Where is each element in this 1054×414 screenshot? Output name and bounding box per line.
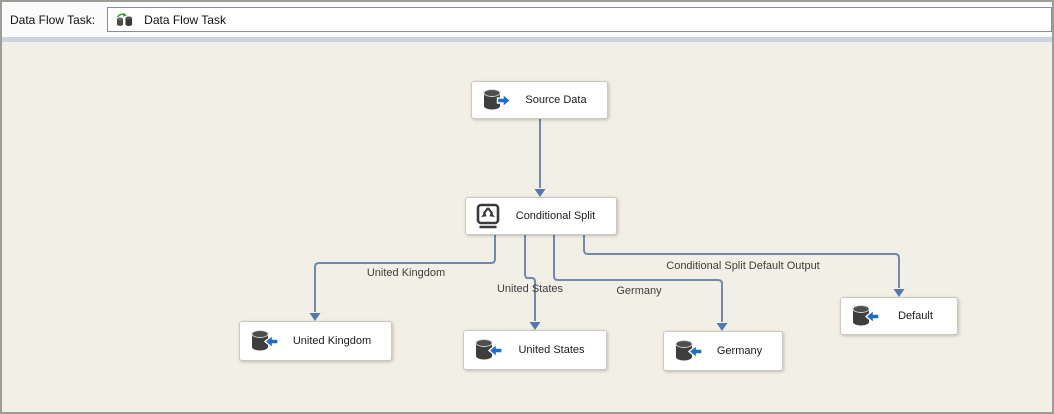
edge-label-germany: Germany: [616, 285, 662, 297]
edge-split-to-united-kingdom: [314, 235, 496, 312]
node-label: Default: [898, 310, 933, 322]
node-label: United Kingdom: [292, 335, 372, 347]
connector-lines: [309, 119, 905, 331]
combo-selected-value: Data Flow Task: [144, 12, 226, 27]
toolbar: Data Flow Task: Data Flow Task: [2, 2, 1052, 37]
node-united-kingdom[interactable]: United Kingdom: [239, 321, 392, 361]
edge-split-to-united-states: [524, 235, 536, 321]
data-flow-task-icon: [115, 12, 134, 28]
edge-label-united-states: United States: [496, 283, 564, 295]
data-flow-task-label: Data Flow Task:: [10, 12, 96, 27]
data-flow-task-combobox[interactable]: Data Flow Task: [107, 7, 1052, 32]
node-germany[interactable]: Germany: [663, 331, 783, 371]
node-label: United States: [518, 344, 585, 356]
node-united-states[interactable]: United States: [463, 330, 607, 370]
edge-label-united-kingdom: United Kingdom: [366, 267, 446, 279]
node-label: Germany: [716, 345, 763, 357]
arrowhead-into-default: [893, 289, 905, 297]
node-source-data[interactable]: Source Data: [471, 81, 608, 119]
database-destination-icon: [673, 339, 703, 363]
node-label: Source Data: [525, 94, 587, 106]
arrowhead-into-germany: [716, 323, 728, 331]
edge-label-default-output: Conditional Split Default Output: [666, 260, 820, 272]
database-destination-icon: [473, 338, 503, 362]
database-destination-icon: [249, 329, 279, 353]
node-default[interactable]: Default: [840, 297, 958, 335]
database-source-icon: [481, 88, 511, 112]
arrowhead-into-united-states: [529, 322, 541, 330]
node-conditional-split[interactable]: Conditional Split: [465, 197, 617, 235]
arrowhead-into-split: [534, 189, 546, 197]
edge-split-to-germany: [553, 235, 723, 322]
node-label: Conditional Split: [515, 210, 596, 222]
data-flow-canvas[interactable]: United Kingdom United States Germany Con…: [2, 42, 1052, 412]
conditional-split-icon: [475, 203, 501, 229]
edge-split-to-default: [583, 235, 900, 288]
toolbar-divider: [2, 37, 1052, 42]
database-destination-icon: [850, 304, 880, 328]
arrowhead-into-united-kingdom: [309, 313, 321, 321]
